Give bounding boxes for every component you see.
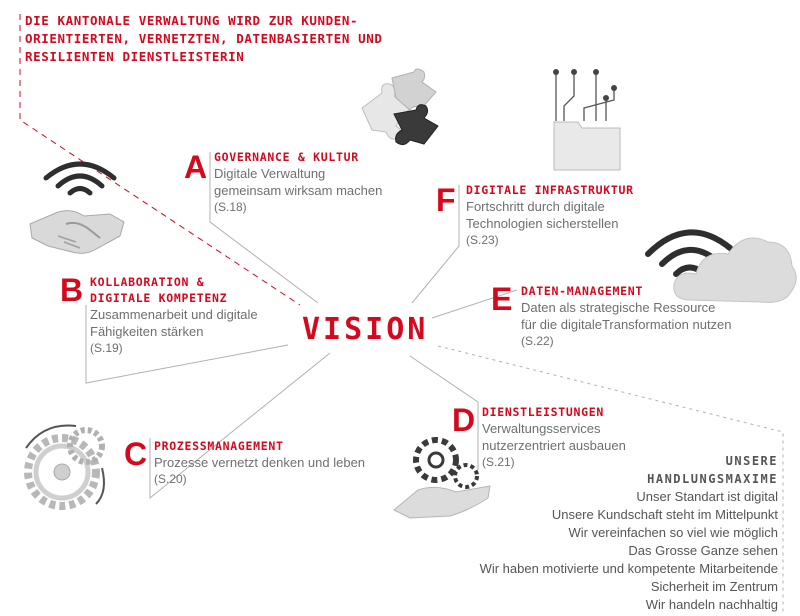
section-f-line-1: Fortschritt durch digitale xyxy=(466,199,605,214)
section-b-title-2: DIGITALE KOMPETENZ xyxy=(90,291,228,305)
section-infrastructure: F DIGITALE INFRASTRUKTUR Fortschritt dur… xyxy=(436,182,634,249)
section-f-page: (S.23) xyxy=(466,233,499,247)
section-services: D DIENSTLEISTUNGEN Verwaltungsservices n… xyxy=(452,404,626,471)
connector-e xyxy=(431,289,518,319)
maxim-item: Sicherheit im Zentrum xyxy=(650,579,778,594)
maxims-title-1: UNSERE xyxy=(725,454,778,468)
maxim-item: Wir vereinfachen so viel wie möglich xyxy=(568,525,778,540)
connector-f xyxy=(411,185,460,304)
section-c-title: PROZESSMANAGEMENT xyxy=(154,439,284,453)
puzzle-icon xyxy=(361,68,439,146)
headline-dashed-line xyxy=(19,14,301,306)
vision-title: VISION xyxy=(302,312,429,347)
section-b-line-2: Fähigkeiten stärken xyxy=(90,324,204,339)
circuit-folder-icon xyxy=(553,69,621,171)
headline-line-2: ORIENTIERTEN, VERNETZTEN, DATENBASIERTEN… xyxy=(25,31,383,46)
section-c-letter: C xyxy=(124,436,148,472)
section-b-title-1: KOLLABORATION & xyxy=(90,275,205,289)
connector-b xyxy=(85,305,289,384)
section-a-line-2: gemeinsam wirksam machen xyxy=(214,183,383,198)
maxim-item: Wir haben motivierte und kompetente Mita… xyxy=(479,561,778,576)
connector-c xyxy=(149,352,331,500)
section-d-letter: D xyxy=(452,402,476,438)
section-b-letter: B xyxy=(60,272,84,308)
cloud-icon xyxy=(645,229,797,303)
section-process: C PROZESSMANAGEMENT Prozesse vernetzt de… xyxy=(124,438,366,488)
section-f-title: DIGITALE INFRASTRUKTUR xyxy=(466,183,634,197)
maxim-item: Wir handeln nachhaltig xyxy=(645,597,778,612)
section-d-page: (S.21) xyxy=(482,455,515,469)
section-c-page: (S.20) xyxy=(154,472,187,486)
section-a-title: GOVERNANCE & KULTUR xyxy=(214,150,359,164)
maxim-item: Unsere Kundschaft steht im Mittelpunkt xyxy=(551,507,778,522)
section-c-line-1: Prozesse vernetzt denken und leben xyxy=(154,455,366,470)
connector-a xyxy=(209,152,319,304)
wifi-icon xyxy=(43,161,117,196)
section-a-line-1: Digitale Verwaltung xyxy=(214,166,326,181)
section-e-line-2: für die digitaleTransformation nutzen xyxy=(521,317,732,332)
section-d-line-2: nutzerzentriert ausbauen xyxy=(482,438,626,453)
maxim-item: Unser Standart ist digital xyxy=(636,489,778,504)
section-data-management: E DATEN-MANAGEMENT Daten als strategisch… xyxy=(491,283,732,350)
section-d-line-1: Verwaltungsservices xyxy=(482,421,601,436)
section-e-letter: E xyxy=(491,281,513,317)
maxims-block: UNSERE HANDLUNGSMAXIME Unser Standart is… xyxy=(480,452,778,614)
vision-headline: DIE KANTONALE VERWALTUNG WIRD ZUR KUNDEN… xyxy=(25,12,383,66)
section-e-title: DATEN-MANAGEMENT xyxy=(521,284,643,298)
connector-d xyxy=(409,355,479,470)
gears-icon xyxy=(24,424,105,510)
section-f-line-2: Technologien sicherstellen xyxy=(466,216,619,231)
section-f-letter: F xyxy=(436,182,456,218)
hand-gear-icon xyxy=(393,437,491,519)
section-d-title: DIENSTLEISTUNGEN xyxy=(482,405,604,419)
section-governance: A GOVERNANCE & KULTUR Digitale Verwaltun… xyxy=(184,149,383,216)
section-e-page: (S.22) xyxy=(521,334,554,348)
maxim-item: Das Grosse Ganze sehen xyxy=(628,543,778,558)
section-e-line-1: Daten als strategische Ressource xyxy=(521,300,716,315)
maxims-title-2: HANDLUNGSMAXIME xyxy=(647,472,778,486)
section-a-page: (S.18) xyxy=(214,200,247,214)
headline-line-3: RESILIENTEN DIENSTLEISTERIN xyxy=(25,49,245,64)
section-b-page: (S.19) xyxy=(90,341,123,355)
section-collaboration: B KOLLABORATION & DIGITALE KOMPETENZ Zus… xyxy=(60,274,258,357)
section-a-letter: A xyxy=(184,149,208,185)
section-b-line-1: Zusammenarbeit und digitale xyxy=(90,307,258,322)
handshake-icon xyxy=(29,210,125,254)
headline-line-1: DIE KANTONALE VERWALTUNG WIRD ZUR KUNDEN… xyxy=(25,13,359,28)
